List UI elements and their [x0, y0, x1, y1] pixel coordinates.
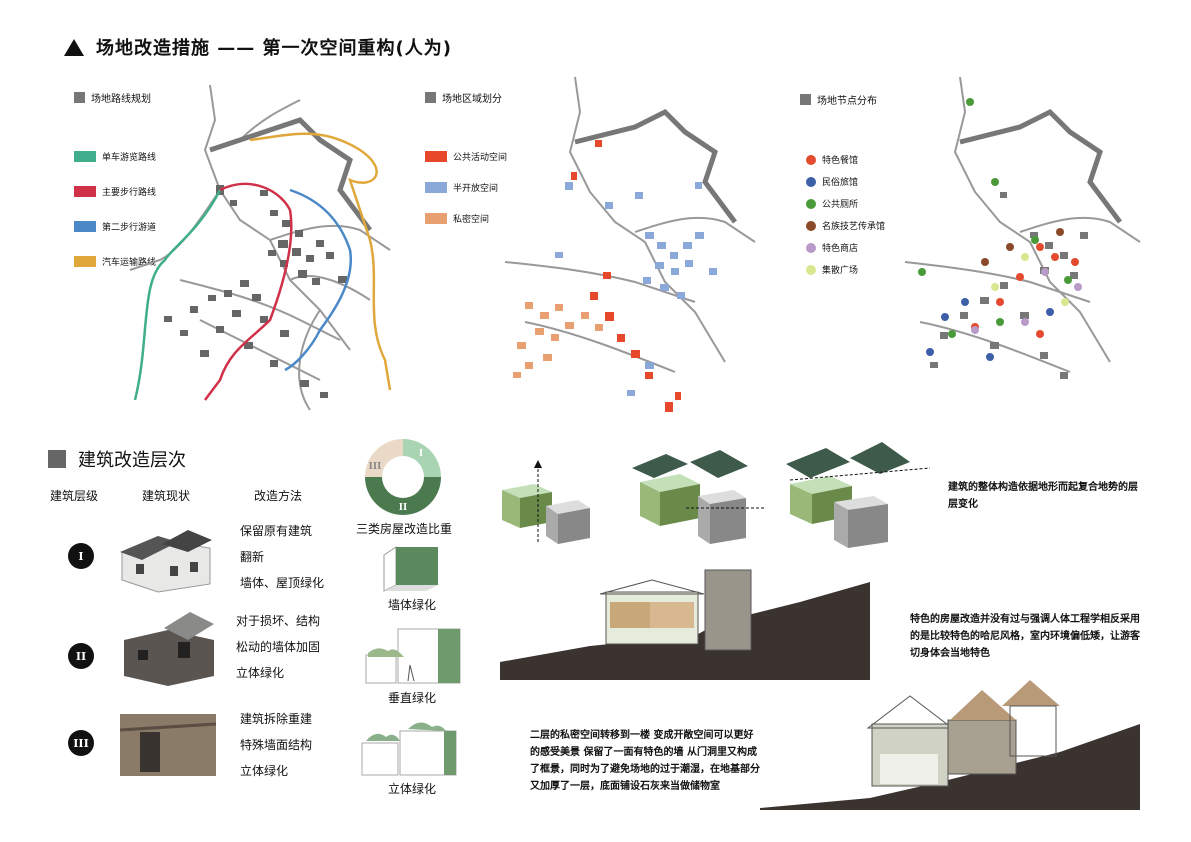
legend-item: 主要步行路线 — [74, 185, 156, 198]
level-badge: II — [68, 643, 94, 669]
legend-swatch — [425, 213, 447, 224]
river — [209, 117, 372, 232]
bike-route — [133, 189, 222, 401]
building-photo-level-2 — [124, 612, 214, 686]
second-walk-route — [284, 188, 353, 372]
3d-greening-diagram — [361, 722, 457, 776]
node-markers — [918, 98, 1082, 361]
node-map — [904, 76, 1141, 379]
building-photo-level-3 — [119, 714, 217, 776]
method-list-level-2: 对于损坏、结构 松动的墙体加固 立体绿化 — [236, 608, 320, 686]
legend-item: 公共活动空间 — [425, 150, 507, 163]
legend-dot — [806, 220, 816, 231]
legend-dot — [806, 264, 816, 275]
building-heading: 建筑改造层次 — [48, 446, 186, 472]
massing-diagrams — [502, 442, 931, 548]
page-title: 场地改造措施 —— 第一次空间重构(人为) — [64, 34, 452, 60]
legend-item: 半开放空间 — [425, 181, 507, 194]
legend-swatch — [74, 221, 96, 232]
section-drawing-1 — [500, 569, 870, 680]
level-badge: III — [68, 730, 94, 756]
method-text: 建筑拆除重建 — [240, 712, 313, 726]
legend-swatch — [74, 256, 96, 267]
main-walk-route — [204, 182, 293, 401]
method-text: 墙体、屋顶绿化 — [240, 576, 325, 590]
legend-item: 单车游览路线 — [74, 150, 156, 163]
triangle-icon — [64, 39, 84, 56]
vehicle-route — [249, 132, 392, 391]
massing-step-2 — [632, 450, 766, 544]
square-icon — [74, 92, 85, 103]
legend-item: 民俗旅馆 — [806, 175, 885, 188]
route-map — [129, 84, 392, 411]
public-blocks — [571, 140, 681, 412]
road-network — [504, 76, 756, 373]
method-text: 特殊墙面结构 — [240, 738, 313, 752]
private-blocks — [513, 302, 603, 378]
vertical-greening-diagram — [365, 628, 461, 684]
col-status: 建筑现状 — [142, 489, 191, 503]
method-text: 保留原有建筑 — [240, 524, 313, 538]
nodes-heading: 场地节点分布 — [800, 92, 877, 107]
donut-label: II — [399, 503, 407, 513]
method-text: 立体绿化 — [240, 764, 289, 778]
method-text: 对于损坏、结构 — [236, 614, 321, 628]
legend-item: 名族技艺传承馆 — [806, 219, 885, 232]
nodes-legend: 特色餐馆 民俗旅馆 公共厕所 名族技艺传承馆 特色商店 集散广场 — [806, 153, 885, 276]
legend-item: 公共厕所 — [806, 197, 885, 210]
donut-label: III — [369, 462, 382, 472]
col-level: 建筑层级 — [50, 489, 99, 503]
massing-step-3 — [786, 442, 931, 548]
routes-heading: 场地路线规划 — [74, 90, 151, 105]
zones-legend: 公共活动空间 半开放空间 私密空间 — [425, 150, 507, 225]
legend-item: 特色商店 — [806, 241, 885, 254]
method-text: 立体绿化 — [236, 666, 285, 680]
private-note: 二层的私密空间转移到一楼 变成开敞空间可以更好的感受美景 保留了一面有特色的墙 … — [530, 730, 760, 792]
legend-dot — [806, 154, 816, 165]
legend-item: 私密空间 — [425, 212, 507, 225]
river — [959, 108, 1122, 224]
routes-legend: 单车游览路线 主要步行路线 第二步行游道 汽车运输路线 — [74, 150, 156, 268]
zones-heading: 场地区域划分 — [425, 90, 502, 105]
massing-step-1 — [502, 460, 590, 544]
square-icon — [800, 94, 811, 105]
building-photo-level-1 — [120, 530, 212, 593]
wall-greening-caption: 墙体绿化 — [388, 598, 437, 612]
3d-greening-caption: 立体绿化 — [388, 782, 437, 796]
legend-item: 集散广场 — [806, 263, 885, 276]
legend-dot — [806, 242, 816, 253]
square-icon — [48, 450, 66, 468]
method-text: 松动的墙体加固 — [236, 640, 321, 654]
semi-open-blocks — [555, 182, 717, 396]
legend-swatch — [425, 182, 447, 193]
legend-swatch — [74, 186, 96, 197]
method-list-level-1: 保留原有建筑 翻新 墙体、屋顶绿化 — [240, 518, 324, 596]
square-icon — [425, 92, 436, 103]
legend-item: 第二步行游道 — [74, 220, 156, 233]
donut-label: I — [419, 449, 423, 459]
donut-caption: 三类房屋改造比重 — [356, 522, 453, 536]
wall-greening-diagram — [383, 546, 438, 592]
river — [574, 108, 737, 224]
legend-swatch — [74, 151, 96, 162]
section-drawing-2 — [760, 680, 1140, 810]
ratio-donut: I II III — [365, 439, 441, 515]
method-list-level-3: 建筑拆除重建 特殊墙面结构 立体绿化 — [240, 706, 312, 784]
legend-dot — [806, 198, 816, 209]
vertical-greening-caption: 垂直绿化 — [388, 691, 437, 705]
terrain-note: 建筑的整体构造依据地形而起复合地势的层层变化 — [948, 482, 1138, 510]
legend-item: 特色餐馆 — [806, 153, 885, 166]
col-method: 改造方法 — [254, 489, 303, 503]
level-badge: I — [68, 543, 94, 569]
style-note: 特色的房屋改造并没有过与强调人体工程学相反采用的是比较特色的哈尼风格，室内环境偏… — [910, 614, 1140, 659]
building-cluster — [164, 185, 347, 398]
legend-item: 汽车运输路线 — [74, 255, 156, 268]
road-network — [904, 76, 1141, 373]
method-text: 翻新 — [240, 550, 265, 564]
legend-dot — [806, 176, 816, 187]
zone-map — [504, 76, 756, 412]
legend-swatch — [425, 151, 447, 162]
